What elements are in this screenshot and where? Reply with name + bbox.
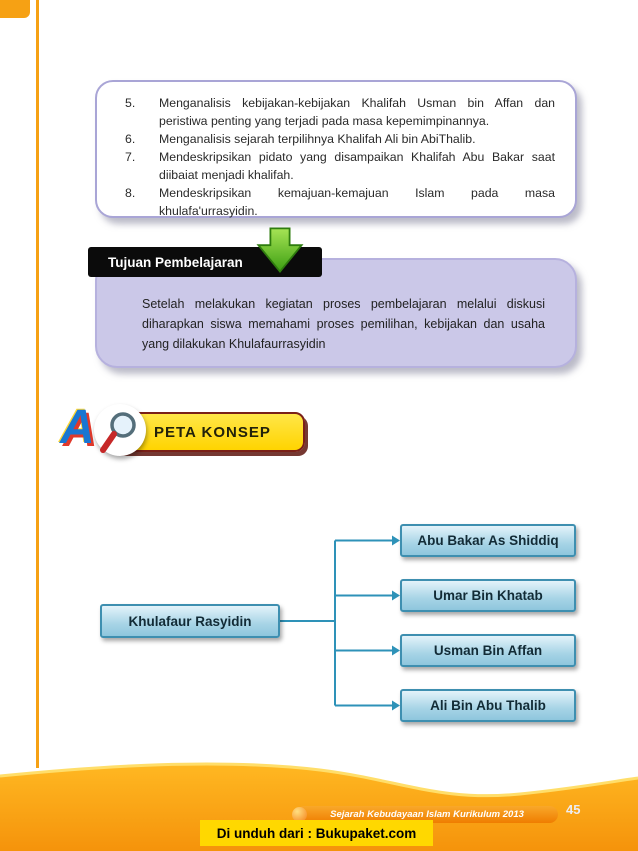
magnifier-icon [100, 412, 136, 453]
learning-goal-box: Setelah melakukan kegiatan proses pembel… [95, 258, 577, 368]
peta-konsep-label: PETA KONSEP [154, 423, 271, 441]
concept-root-node: Khulafaur Rasyidin [100, 604, 280, 638]
footer-sphere-icon [292, 807, 307, 822]
list-item-number: 7. [125, 150, 136, 164]
list-item-text: Mendeskripsikan kemajuan-kemajuan Islam … [159, 186, 555, 218]
page-number: 45 [566, 802, 581, 817]
list-item: 8. Mendeskripsikan kemajuan-kemajuan Isl… [125, 184, 555, 220]
concept-child-node: Abu Bakar As Shiddiq [400, 524, 576, 557]
footer-series-text: Sejarah Kebudayaan Islam Kurikulum 2013 [330, 809, 524, 820]
list-item: 5. Menganalisis kebijakan-kebijakan Khal… [125, 94, 555, 130]
footer-series-pill: Sejarah Kebudayaan Islam Kurikulum 2013 [292, 806, 558, 823]
letter-a-icon: A [60, 401, 95, 454]
tujuan-pembelajaran-label-text: Tujuan Pembelajaran [108, 254, 243, 270]
concept-child-node: Ali Bin Abu Thalib [400, 689, 576, 722]
list-item: 7. Mendeskripsikan pidato yang disampaik… [125, 148, 555, 184]
corner-decoration [0, 0, 30, 18]
list-item: 6. Menganalisis sejarah terpilihnya Khal… [125, 130, 555, 148]
left-border-line [36, 0, 39, 768]
list-item-text: Menganalisis sejarah terpilihnya Khalifa… [159, 132, 476, 146]
list-item-text: Mendeskripsikan pidato yang disampaikan … [159, 150, 555, 182]
list-item-number: 5. [125, 96, 136, 110]
down-arrow-icon [256, 227, 304, 274]
objectives-box: 5. Menganalisis kebijakan-kebijakan Khal… [95, 80, 577, 218]
learning-goal-text: Setelah melakukan kegiatan proses pembel… [142, 297, 545, 351]
list-item-text: Menganalisis kebijakan-kebijakan Khalifa… [159, 96, 555, 128]
concept-child-node: Umar Bin Khatab [400, 579, 576, 612]
list-item-number: 8. [125, 186, 136, 200]
concept-child-node: Usman Bin Affan [400, 634, 576, 667]
download-source-banner[interactable]: Di unduh dari : Bukupaket.com [200, 820, 433, 846]
list-item-number: 6. [125, 132, 136, 146]
